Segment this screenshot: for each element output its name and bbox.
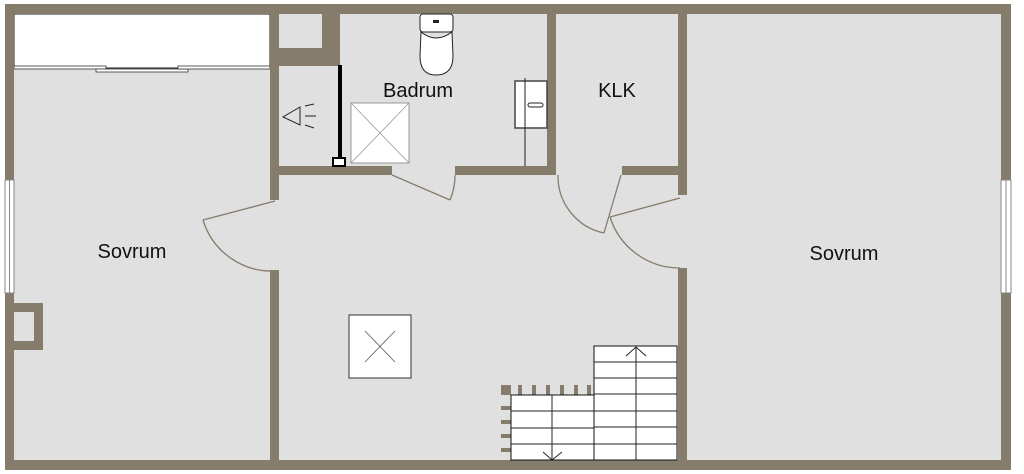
room-label-bedroom-left: Sovrum xyxy=(98,241,167,263)
door-right-bedroom[interactable] xyxy=(609,197,681,269)
window-right xyxy=(1000,179,1012,294)
floor xyxy=(10,10,1006,465)
skylight-hallway xyxy=(348,314,412,379)
chimney xyxy=(5,303,43,350)
room-label-bathroom: Badrum xyxy=(383,80,453,102)
interior-walls xyxy=(270,14,687,460)
door-left-bedroom[interactable] xyxy=(202,200,276,272)
ventilation-icon xyxy=(281,103,316,129)
door-bathroom[interactable] xyxy=(391,174,456,201)
staircase xyxy=(501,345,678,461)
room-label-bedroom-right: Sovrum xyxy=(810,243,879,265)
toilet-icon xyxy=(419,13,454,76)
stair-railing xyxy=(501,385,591,452)
skylight-bathroom xyxy=(350,102,410,164)
room-label-closet: KLK xyxy=(598,80,636,102)
door-closet[interactable] xyxy=(557,174,622,234)
wardrobe xyxy=(13,13,271,73)
bath-partition xyxy=(332,65,346,167)
window-left xyxy=(4,179,15,294)
sink-icon xyxy=(514,78,548,166)
